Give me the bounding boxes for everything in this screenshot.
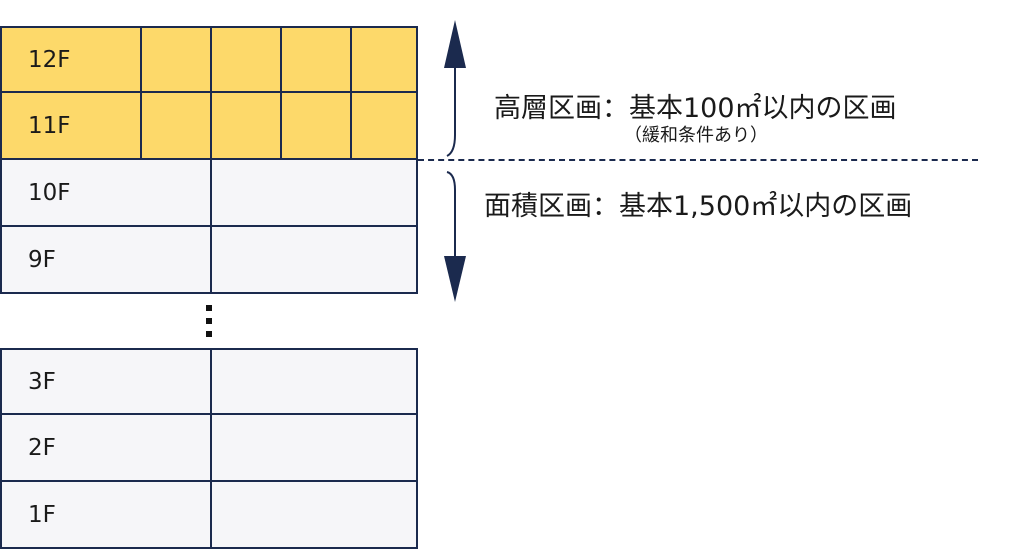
compartment-cell	[282, 28, 352, 91]
compartment-cell	[212, 93, 282, 158]
floor-label: 10F	[28, 179, 71, 206]
floor-label: 12F	[28, 46, 71, 73]
area-compartment-label: 面積区画：基本1,500㎡以内の区画	[484, 191, 913, 222]
arrow-lower-stem	[446, 171, 456, 256]
floor-cell: 10F	[2, 160, 212, 225]
ellipsis-dot	[206, 331, 212, 337]
compartment-cell	[282, 93, 352, 158]
floor-row-11f: 11F	[0, 93, 418, 160]
compartment-cell	[212, 415, 416, 480]
compartment-cell	[142, 28, 212, 91]
floor-cell: 2F	[2, 415, 212, 480]
compartment-cell	[142, 93, 212, 158]
floor-row-12f: 12F	[0, 26, 418, 93]
compartment-cell	[212, 160, 416, 225]
building-upper-block: 12F 11F 10F 9F	[0, 26, 418, 294]
floors-omitted-ellipsis	[206, 305, 212, 337]
ellipsis-dot	[206, 318, 212, 324]
compartment-cell	[212, 350, 416, 413]
compartment-cell	[212, 482, 416, 547]
compartment-cell	[212, 227, 416, 292]
compartment-cell	[352, 28, 416, 91]
floor-row-9f: 9F	[0, 227, 418, 294]
range-arrow-icon	[444, 20, 466, 302]
floor-cell: 12F	[2, 28, 142, 91]
arrow-head-up	[444, 20, 466, 68]
arrow-upper-stem	[446, 68, 456, 157]
floor-cell: 9F	[2, 227, 212, 292]
floor-label: 3F	[28, 368, 56, 395]
floor-row-3f: 3F	[0, 348, 418, 415]
high-rise-compartment-label: 高層区画：基本100㎡以内の区画	[494, 93, 897, 124]
arrow-head-down	[444, 256, 466, 302]
floor-label: 1F	[28, 501, 56, 528]
building-lower-block: 3F 2F 1F	[0, 348, 418, 549]
compartment-cell	[352, 93, 416, 158]
ellipsis-dot	[206, 305, 212, 311]
compartment-cell	[212, 28, 282, 91]
floor-label: 11F	[28, 112, 71, 139]
floor-cell: 1F	[2, 482, 212, 547]
floor-cell: 3F	[2, 350, 212, 413]
relaxation-note: （緩和条件あり）	[624, 125, 768, 146]
floor-label: 2F	[28, 434, 56, 461]
floor-cell: 11F	[2, 93, 142, 158]
floor-label: 9F	[28, 246, 56, 273]
compartment-boundary-line	[418, 159, 978, 161]
floor-row-2f: 2F	[0, 415, 418, 482]
floor-row-10f: 10F	[0, 160, 418, 227]
floor-row-1f: 1F	[0, 482, 418, 549]
